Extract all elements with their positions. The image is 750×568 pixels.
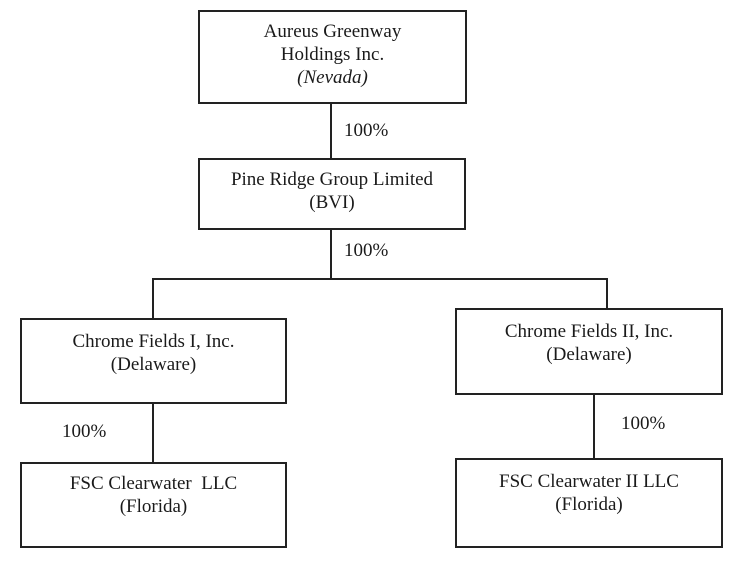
node-jurisdiction: (Florida) [555, 494, 623, 515]
connector-to-chrome-fields-1 [152, 278, 154, 319]
node-jurisdiction: (Florida) [119, 496, 188, 517]
node-pine-ridge: Pine Ridge Group Limited (BVI) [198, 158, 466, 230]
node-fsc-clearwater: FSC Clearwater LLC (Florida) [20, 462, 287, 548]
node-jurisdiction: (Delaware) [110, 354, 197, 375]
node-name-line-1: Pine Ridge Group Limited [230, 169, 434, 190]
node-name-line-1: FSC Clearwater II LLC [499, 471, 679, 492]
node-name-line-1: Aureus Greenway [263, 21, 402, 42]
node-name-line-1: FSC Clearwater LLC [69, 473, 238, 494]
connector-chrome-fields-1-fsc [152, 403, 154, 463]
connector-chrome-fields-2-fsc [593, 394, 595, 459]
node-fsc-clearwater-2: FSC Clearwater II LLC (Florida) [455, 458, 723, 548]
connector-pine-ridge-trunk [330, 229, 332, 280]
node-name-line-1: Chrome Fields II, Inc. [504, 321, 674, 342]
node-aureus-greenway: Aureus Greenway Holdings Inc. (Nevada) [198, 10, 467, 104]
ownership-label-pine-ridge-subs: 100% [344, 240, 389, 261]
node-chrome-fields-2: Chrome Fields II, Inc. (Delaware) [455, 308, 723, 395]
connector-to-chrome-fields-2 [606, 278, 608, 309]
node-name-line-2: Holdings Inc. [280, 44, 385, 65]
node-name-line-1: Chrome Fields I, Inc. [72, 331, 235, 352]
ownership-label-aureus-pine-ridge: 100% [344, 120, 389, 141]
connector-aureus-pine-ridge [330, 103, 332, 159]
connector-branch-horizontal [152, 278, 608, 280]
node-jurisdiction: (Nevada) [297, 67, 368, 88]
ownership-label-chrome-fields-2-fsc: 100% [621, 413, 666, 434]
node-jurisdiction: (Delaware) [546, 344, 632, 365]
ownership-label-chrome-fields-1-fsc: 100% [62, 421, 107, 442]
node-jurisdiction: (BVI) [309, 192, 355, 213]
node-chrome-fields-1: Chrome Fields I, Inc. (Delaware) [20, 318, 287, 404]
